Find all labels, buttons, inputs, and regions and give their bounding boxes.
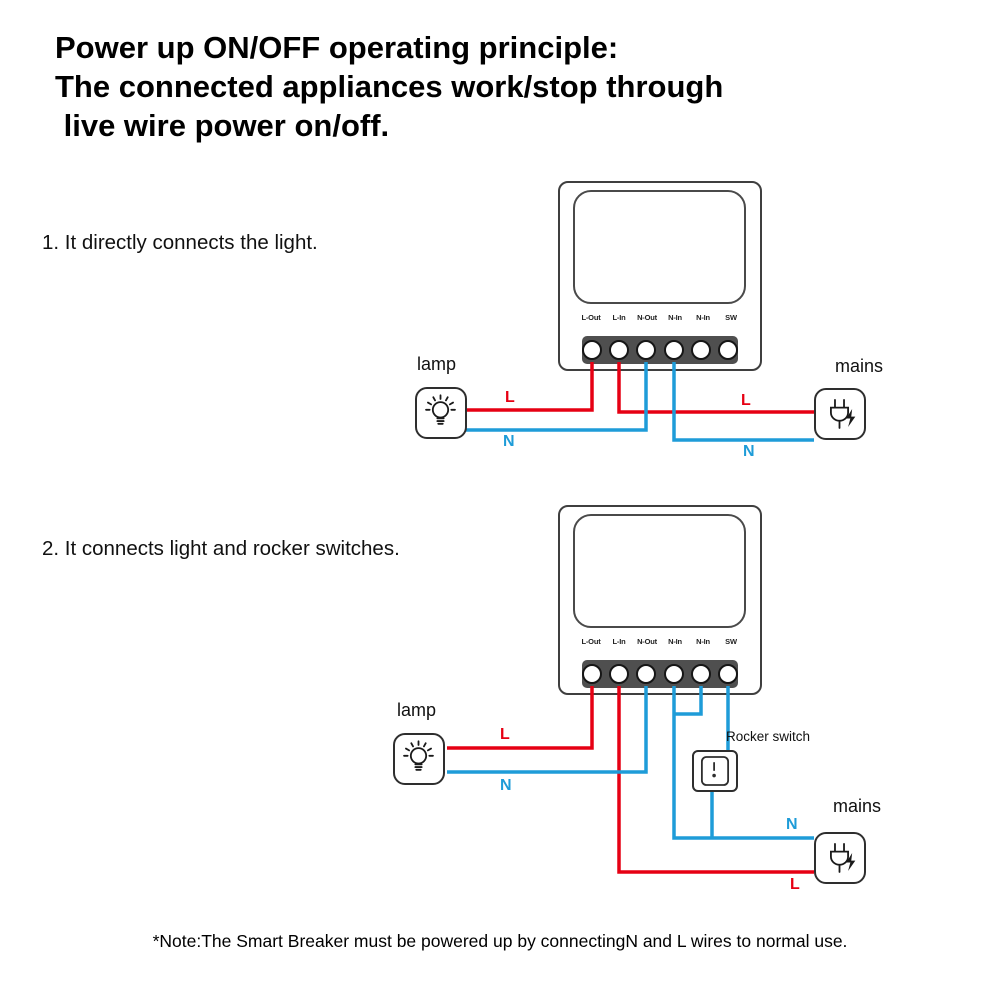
- live-label-lamp-2: L: [500, 726, 510, 743]
- rocker-switch-label: Rocker switch: [726, 729, 811, 744]
- bulb-rays: [425, 394, 456, 411]
- terminal-hole-l-in: [609, 340, 630, 360]
- bulb-rays: [403, 740, 434, 757]
- terminal-labels: L-Out L-In N-Out N-In N-In SW: [577, 313, 745, 322]
- terminal-label-l-out: L-Out: [581, 313, 601, 322]
- neutral-label-mains-1: N: [743, 443, 755, 460]
- bulb-glyph: [425, 394, 456, 425]
- lightning-bolt-icon: [846, 408, 856, 428]
- terminal-hole-l-out: [582, 340, 602, 360]
- terminal-hole-l-out: [582, 664, 602, 684]
- neutral-label-mains-2: N: [786, 816, 798, 833]
- terminal-label-n-in-1: N-In: [668, 313, 682, 322]
- terminal-hole-n-in-2: [690, 340, 711, 360]
- bulb-glyph: [403, 740, 434, 771]
- terminal-label-n-in-2: N-In: [696, 637, 710, 646]
- terminal-hole-n-in-2: [690, 664, 711, 684]
- wire-neutral-lamp-2: [447, 686, 648, 774]
- section-1-label: 1. It directly connects the light.: [42, 231, 318, 254]
- section-2-label: 2. It connects light and rocker switches…: [42, 537, 400, 560]
- plug-glyph: [830, 399, 856, 429]
- rocker-glyph: [700, 756, 730, 786]
- lightning-bolt-icon: [846, 852, 856, 872]
- terminal-label-n-in-1: N-In: [668, 637, 682, 646]
- footer-note: *Note:The Smart Breaker must be powered …: [152, 931, 848, 951]
- title-line-2: The connected appliances work/stop throu…: [55, 69, 724, 104]
- bulb-circle: [409, 747, 428, 765]
- device-top-panel: [573, 190, 746, 304]
- terminal-label-l-out: L-Out: [581, 637, 601, 646]
- rocker-contact-dot: [712, 773, 716, 778]
- terminal-hole-sw: [717, 340, 738, 360]
- lamp-icon: [415, 387, 467, 439]
- terminal-strip: [582, 660, 738, 688]
- lamp-label-1: lamp: [417, 354, 457, 374]
- terminal-label-n-out: N-Out: [637, 313, 657, 322]
- lamp-label-2: lamp: [397, 700, 437, 720]
- terminal-hole-sw: [717, 664, 738, 684]
- lamp-icon: [393, 733, 445, 785]
- neutral-label-lamp-1: N: [503, 433, 515, 450]
- terminal-hole-n-in-1: [663, 340, 684, 360]
- terminal-strip: [582, 336, 738, 364]
- title-line-3: live wire power on/off.: [55, 108, 390, 143]
- bulb-circle: [431, 401, 450, 419]
- terminal-hole-l-in: [609, 664, 630, 684]
- page-title: Power up ON/OFF operating principle: The…: [55, 28, 723, 145]
- terminal-label-n-out: N-Out: [637, 637, 657, 646]
- plug-body: [830, 406, 849, 422]
- terminal-label-n-in-2: N-In: [696, 313, 710, 322]
- terminal-label-l-in: L-In: [612, 637, 626, 646]
- terminal-labels: L-Out L-In N-Out N-In N-In SW: [577, 637, 745, 646]
- live-label-mains-2: L: [790, 876, 800, 893]
- terminal-hole-n-in-1: [663, 664, 684, 684]
- neutral-label-lamp-2: N: [500, 777, 512, 794]
- bulb-base: [436, 417, 445, 425]
- rocker-inner-frame: [700, 756, 730, 786]
- mains-plug-icon: [814, 832, 866, 884]
- plug-glyph: [830, 843, 856, 873]
- mains-plug-icon: [814, 388, 866, 440]
- title-line-1: Power up ON/OFF operating principle:: [55, 30, 619, 65]
- terminal-label-l-in: L-In: [612, 313, 626, 322]
- terminal-hole-n-out: [636, 340, 657, 360]
- bulb-base: [414, 763, 423, 771]
- rocker-switch-icon: [692, 750, 738, 792]
- wire-neutral-lamp-1: [466, 362, 648, 432]
- live-label-mains-1: L: [741, 392, 751, 409]
- device-top-panel: [573, 514, 746, 628]
- smart-breaker-device-2: L-Out L-In N-Out N-In N-In SW: [558, 505, 762, 695]
- mains-label-2: mains: [833, 796, 882, 816]
- mains-label-1: mains: [835, 356, 884, 376]
- terminal-label-sw: SW: [725, 313, 737, 322]
- live-label-lamp-1: L: [505, 389, 515, 406]
- smart-breaker-device-1: L-Out L-In N-Out N-In N-In SW: [558, 181, 762, 371]
- terminal-hole-n-out: [636, 664, 657, 684]
- plug-body: [830, 850, 849, 866]
- wire-live-lamp-2: [447, 686, 594, 750]
- terminal-label-sw: SW: [725, 637, 737, 646]
